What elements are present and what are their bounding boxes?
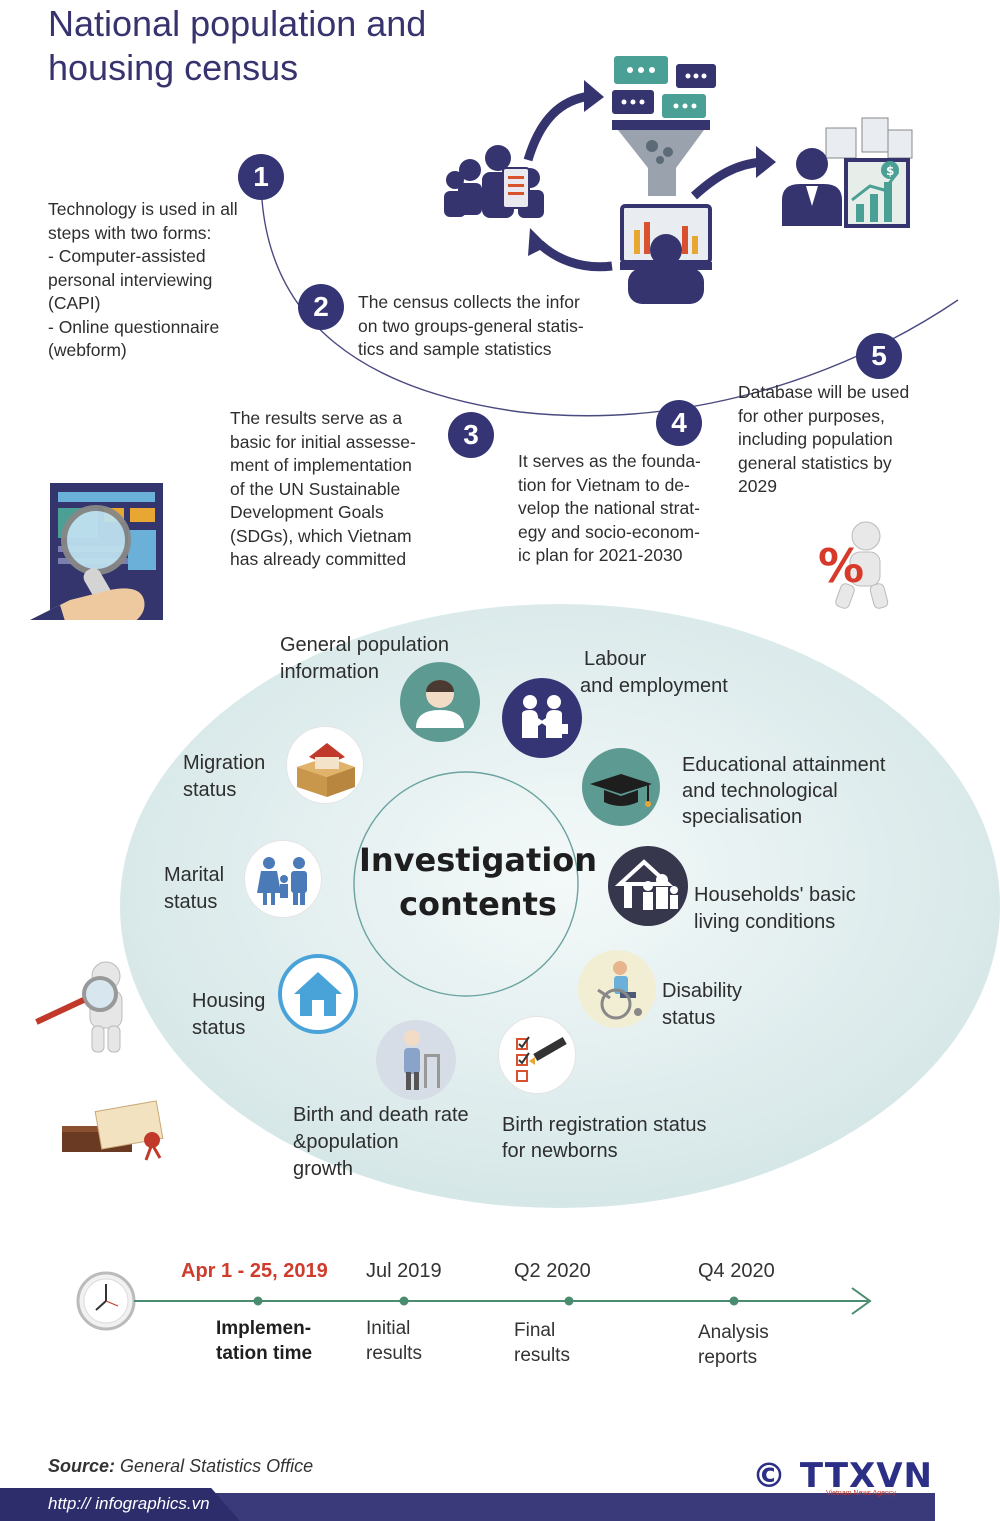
topic-birth-death-rate: Birth and death rate &population growth xyxy=(293,1104,469,1180)
step-5-text: Database will be used for other purposes… xyxy=(738,382,910,496)
handshake-icon xyxy=(502,678,582,758)
wheelchair-icon xyxy=(578,950,656,1028)
house-icon xyxy=(278,954,358,1034)
topic-housing: Housing status xyxy=(192,990,266,1039)
step-3-text: The results serve as a basic for initial… xyxy=(230,408,416,569)
ttxvn-logo: © TTXVN xyxy=(752,1456,933,1496)
step-3-badge: 3 xyxy=(448,412,494,458)
topic-households: Households' basic living conditions xyxy=(694,884,856,933)
step-2-text: The census collects the infor on two gro… xyxy=(358,292,584,359)
timeline-dot xyxy=(729,1296,739,1306)
couple-icon xyxy=(244,840,322,918)
timeline-label-1: Implemen- tation time xyxy=(216,1318,313,1364)
step-4-badge: 4 xyxy=(656,400,702,446)
elderly-person-icon xyxy=(376,1020,456,1100)
step-1-text: Technology is used in all steps with two… xyxy=(48,199,238,360)
step-2-badge: 2 xyxy=(298,284,344,330)
clock-icon xyxy=(76,1271,136,1331)
people-group-icon xyxy=(444,145,544,218)
step-5-badge: 5 xyxy=(856,333,902,379)
timeline-dot xyxy=(253,1296,263,1306)
timeline xyxy=(76,1271,872,1331)
arrow-up-icon xyxy=(523,91,591,162)
source-value: General Statistics Office xyxy=(120,1456,314,1476)
magnifier-document-icon xyxy=(30,483,163,620)
topic-labour: Labour and employment xyxy=(580,648,728,697)
logo-subtitle: Vietnam News Agency xyxy=(826,1490,896,1497)
timeline-label-4: Analysis reports xyxy=(698,1322,769,1368)
page-title: National population and housing census xyxy=(48,2,488,90)
timeline-date-2: Jul 2019 xyxy=(366,1260,442,1282)
center-ring xyxy=(353,771,579,997)
moving-box-icon xyxy=(286,726,364,804)
copyright-symbol: © xyxy=(752,1456,787,1496)
topic-education: Educational attainment and technological… xyxy=(682,754,886,828)
source-line: Source: General Statistics Office xyxy=(48,1456,313,1477)
checklist-icon xyxy=(498,1016,576,1094)
timeline-date-4: Q4 2020 xyxy=(698,1260,775,1282)
topic-disability: Disability status xyxy=(662,980,743,1029)
graduation-cap-icon xyxy=(582,748,660,826)
percent-figure-icon: % xyxy=(818,521,889,609)
arrow-back-icon xyxy=(536,240,613,272)
title-line-1: National population and xyxy=(48,3,427,44)
analyst-monitor-icon xyxy=(620,204,712,304)
footer-tab xyxy=(0,1488,240,1521)
topic-birth-registration: Birth registration status for newborns xyxy=(502,1114,707,1162)
svg-text:$: $ xyxy=(886,164,894,178)
arrow-right-icon xyxy=(690,157,763,200)
timeline-date-3: Q2 2020 xyxy=(514,1260,591,1282)
funnel-icon xyxy=(612,120,710,196)
topic-marital: Marital status xyxy=(164,864,225,913)
step-4-text: It serves as the founda- tion for Vietna… xyxy=(518,451,701,565)
scroll-book-icon xyxy=(62,1100,164,1161)
timeline-arrow-icon xyxy=(851,1287,872,1315)
magnifier-figure-icon xyxy=(35,961,123,1053)
topic-migration: Migration status xyxy=(183,752,266,801)
svg-text:%: % xyxy=(818,539,864,593)
process-illustration: $ % xyxy=(30,56,959,620)
title-line-2: housing census xyxy=(48,47,299,88)
left-decorations xyxy=(35,961,164,1161)
logo-text: TTXVN xyxy=(799,1456,933,1496)
chat-bubbles-icon xyxy=(612,56,716,118)
person-icon xyxy=(400,662,480,742)
source-label: Source: xyxy=(48,1456,116,1476)
investigation-title: Investigation contents xyxy=(358,841,598,923)
topic-general-population: General population information xyxy=(280,634,450,683)
businessman-chart-icon: $ xyxy=(782,117,913,228)
timeline-dot xyxy=(399,1296,409,1306)
step-1-badge: 1 xyxy=(238,154,284,200)
family-house-icon xyxy=(608,846,688,926)
timeline-label-3: Final results xyxy=(514,1320,570,1366)
process-curve xyxy=(261,199,959,417)
timeline-label-2: Initial results xyxy=(366,1318,422,1364)
timeline-dot xyxy=(564,1296,574,1306)
footer-url-link[interactable]: http:// infographics.vn xyxy=(48,1494,210,1513)
timeline-date-1: Apr 1 - 25, 2019 xyxy=(181,1260,328,1282)
